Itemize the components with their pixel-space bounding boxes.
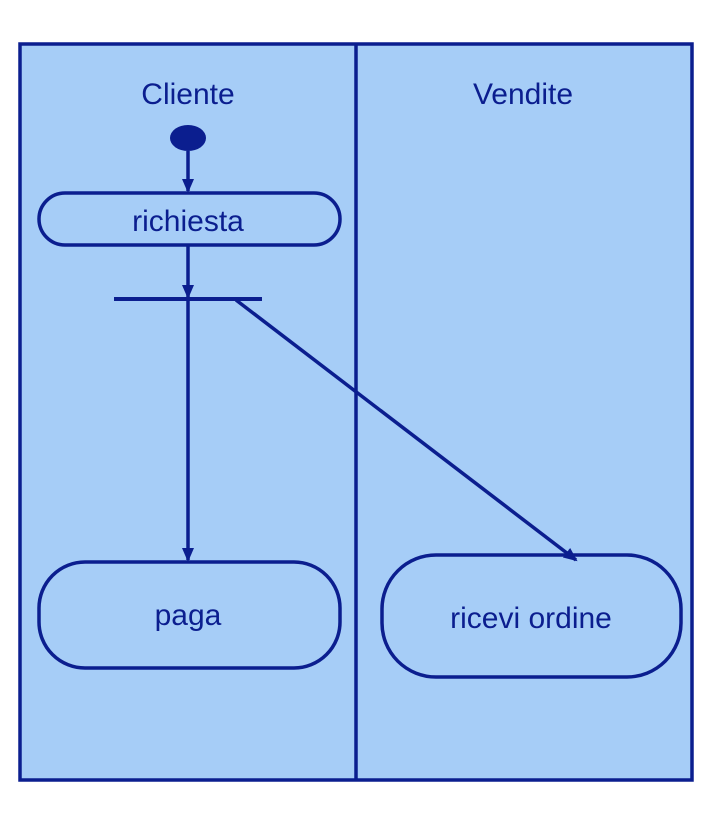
action-paga: paga: [37, 560, 342, 670]
action-label-paga: paga: [155, 599, 222, 632]
edge-fork-to-ricevi-ordine: [234, 298, 578, 562]
action-label-richiesta: richiesta: [132, 205, 244, 238]
lane-vendite: [356, 44, 692, 780]
lane-title-cliente: Cliente: [141, 78, 234, 111]
initial-node: [170, 125, 206, 151]
action-ricevi-ordine: ricevi ordine: [380, 553, 683, 679]
action-label-ricevi-ordine: ricevi ordine: [450, 602, 612, 635]
lane-title-vendite: Vendite: [473, 78, 573, 111]
action-richiesta: richiesta: [37, 191, 342, 247]
